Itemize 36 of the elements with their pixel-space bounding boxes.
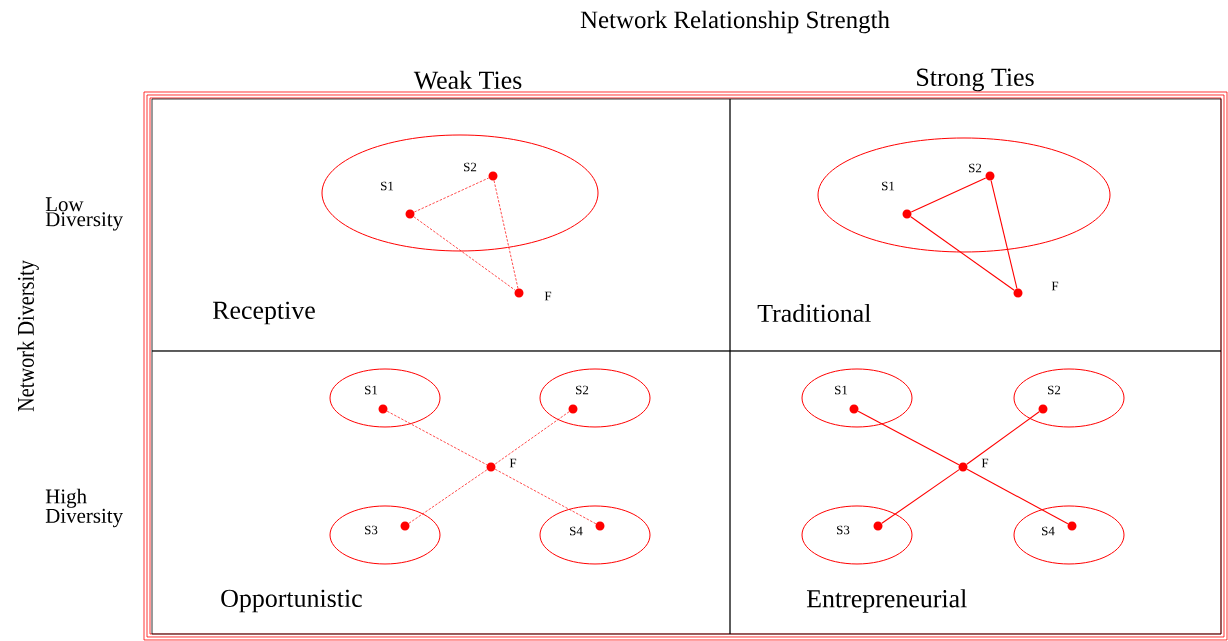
tie-line [881, 469, 960, 524]
tie-line [494, 411, 570, 465]
node-label: S1 [882, 181, 895, 191]
node-label: S4 [570, 526, 583, 536]
chart-title: Network Relationship Strength [580, 10, 890, 34]
tie-line [494, 468, 597, 525]
tie-line [966, 411, 1040, 465]
tie-line [857, 410, 960, 466]
node-label: S1 [365, 385, 378, 395]
tie-line [910, 177, 987, 213]
node-label: F [509, 458, 517, 468]
node-label: S2 [464, 162, 477, 172]
node-label: F [1051, 281, 1059, 291]
node-label: S2 [1048, 385, 1061, 395]
node-label: S2 [969, 163, 982, 173]
tie-line [386, 410, 488, 466]
tie-line [413, 216, 516, 291]
node-label: S3 [837, 525, 850, 535]
row-heading: Low Diversity [45, 197, 123, 231]
column-heading: Strong Ties [917, 68, 1034, 92]
tie-line [408, 469, 488, 524]
tie-line [910, 216, 1015, 291]
node-label: S3 [365, 525, 378, 535]
node-label: F [544, 291, 552, 301]
node-label: S4 [1042, 526, 1055, 536]
tie-line [990, 180, 1018, 289]
node-label: F [981, 458, 989, 468]
column-heading: Weak Ties [413, 70, 522, 90]
axis-title: Network Diversity [17, 260, 39, 412]
tie-line [493, 180, 519, 289]
tie-line [966, 468, 1069, 525]
node-label: S1 [381, 181, 394, 191]
row-heading: High Diversity [45, 488, 123, 528]
node-label: S1 [835, 385, 848, 395]
tie-line [413, 177, 490, 213]
node-label: S2 [576, 385, 589, 395]
